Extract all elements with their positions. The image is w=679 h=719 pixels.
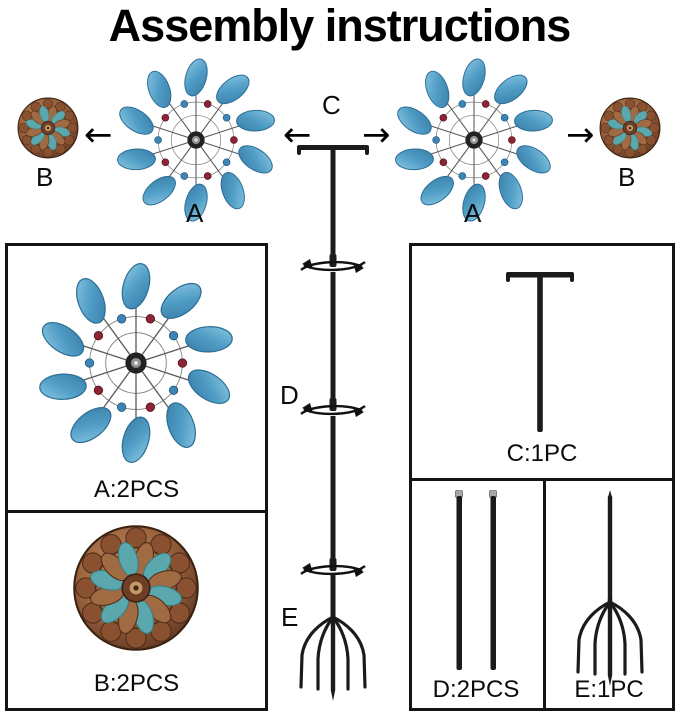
cap-b-left-icon	[16, 96, 80, 160]
center-pole-assembly-icon	[297, 145, 369, 703]
label-b-right: B	[618, 162, 636, 192]
arrow-right-outer-icon: →	[566, 115, 595, 155]
panel-parts-left	[5, 243, 268, 711]
part-e-qty-label: E:1PC	[574, 676, 644, 703]
part-c-pole-icon	[506, 272, 574, 432]
page-title: Assembly instructions	[108, 0, 572, 51]
part-e-stake-icon	[576, 490, 644, 688]
panel-left-divider	[5, 510, 268, 513]
panel-parts-right	[409, 243, 675, 711]
part-a-qty-label: A:2PCS	[93, 476, 180, 503]
label-d: D	[280, 380, 299, 410]
panel-right-h-divider	[409, 478, 675, 481]
label-a-left: A	[186, 198, 204, 228]
label-b-left: B	[36, 162, 54, 192]
label-e: E	[281, 602, 299, 632]
part-b-cap-icon	[70, 522, 202, 654]
part-d-rods-icon	[455, 490, 497, 670]
part-b-qty-label: B:2PCS	[93, 670, 180, 697]
label-a-right: A	[464, 198, 482, 228]
cap-b-right-icon	[598, 96, 662, 160]
part-c-qty-label: C:1PC	[506, 440, 578, 467]
arrow-left-outer-icon: ←	[84, 115, 113, 155]
label-c: C	[322, 90, 341, 120]
part-a-spinner-icon	[33, 260, 239, 466]
part-d-qty-label: D:2PCS	[432, 676, 520, 703]
panel-right-v-divider	[543, 478, 546, 711]
